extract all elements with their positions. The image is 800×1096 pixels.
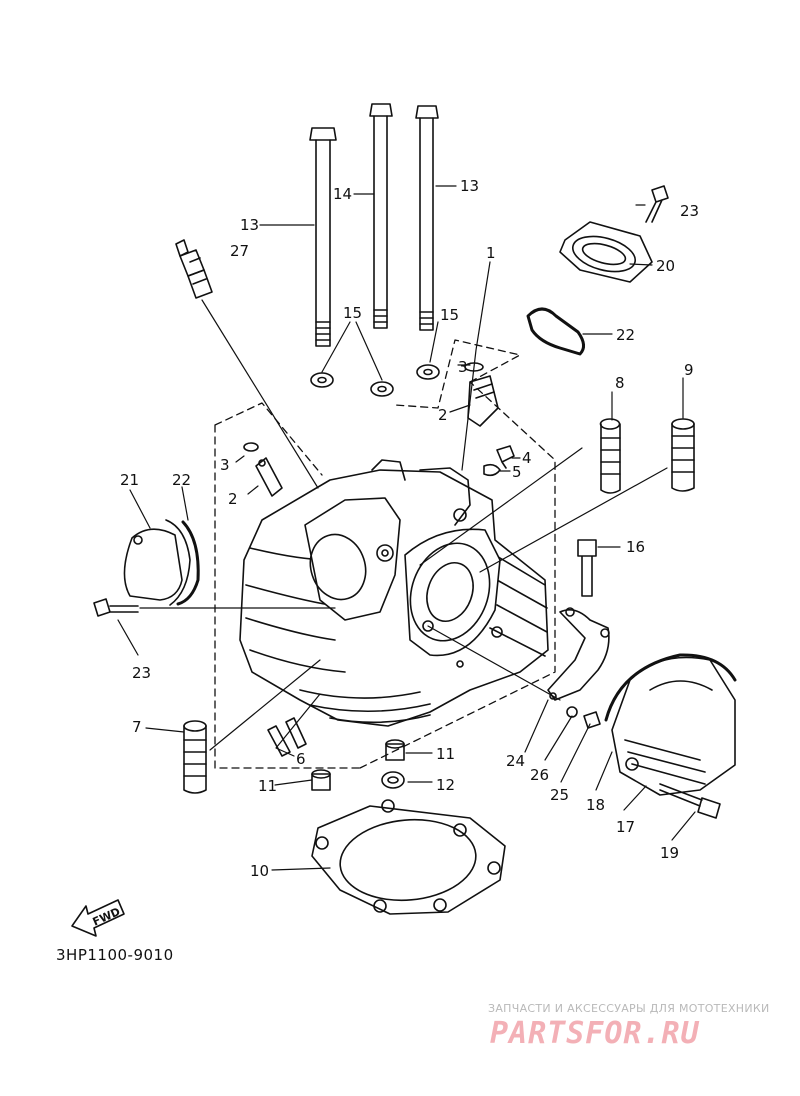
exhaust-port [409,542,491,642]
sleeve-8 [599,418,621,494]
callout-13-right: 13 [460,177,479,195]
drawing-code: 3HP1100-9010 [56,946,174,964]
callout-21: 21 [120,471,139,489]
callout-9: 9 [684,361,694,379]
callout-3-left: 3 [220,456,230,474]
washer-15-center [370,381,394,397]
fwd-arrow [71,899,125,937]
assembly-outline-dashed [214,339,556,769]
side-cover-21 [123,528,183,601]
intake-joint-20 [559,221,653,283]
callout-11-lower: 11 [258,777,277,795]
cylinder-head [239,459,549,727]
intake-port [309,533,367,601]
callout-23-left: 23 [132,664,151,682]
sleeve-7 [183,720,207,794]
callout-2-left: 2 [228,490,238,508]
callout-22-left: 22 [172,471,191,489]
callout-11-upper: 11 [436,745,455,763]
fwd-arrow-label: FWD [91,905,123,929]
bolt-23-left [93,598,139,617]
bolt-4 [496,445,515,469]
o-ring-22-upper [526,307,585,356]
callout-6: 6 [296,750,306,768]
bolt-23-upper [645,185,669,223]
callout-7: 7 [132,718,142,736]
bolt-16 [577,539,597,597]
head-bolt-13-right [415,105,439,331]
head-gasket-10 [311,799,506,915]
watermark-caption: ЗАПЧАСТИ И АКСЕССУАРЫ ДЛЯ МОТОТЕХНИКИ [488,1002,770,1015]
dowel-11-lower [311,773,331,791]
callout-24: 24 [506,752,525,770]
callout-16: 16 [626,538,645,556]
head-bolt-14-center [369,103,393,329]
washer-15-left [310,372,334,388]
washer-15-right [416,364,440,380]
callout-13-left: 13 [240,216,259,234]
bolt-19 [659,783,721,819]
dowel-11-upper [385,743,405,761]
callout-3-upper: 3 [458,358,468,376]
callout-25: 25 [550,786,569,804]
sleeve-9 [671,418,695,492]
callout-5: 5 [512,463,522,481]
gasket-24 [547,609,610,701]
head-bolt-13-left [309,127,337,347]
callout-17: 17 [616,818,635,836]
o-ring-18 [604,653,737,722]
o-ring-22-left [176,520,200,606]
clip-3-left [243,442,259,452]
callout-20: 20 [656,257,675,275]
callout-22-upper: 22 [616,326,635,344]
callout-14: 14 [333,185,352,203]
callout-26: 26 [530,766,549,784]
bolt-25 [583,711,601,729]
callout-8: 8 [615,374,625,392]
callout-19: 19 [660,844,679,862]
washer-5 [483,463,501,477]
washer-12 [381,771,405,789]
callout-18: 18 [586,796,605,814]
callout-23-upper: 23 [680,202,699,220]
watermark-brand-logo: PARTSFOR.RU [490,1016,700,1051]
callout-1: 1 [486,244,496,262]
callout-12: 12 [436,776,455,794]
spark-plug-27 [175,239,213,299]
callout-10: 10 [250,862,269,880]
callout-15-right: 15 [440,306,459,324]
callout-27: 27 [230,242,249,260]
callout-4: 4 [522,449,532,467]
stud-bolts-6 [267,717,307,757]
callout-15-left: 15 [343,304,362,322]
callout-2-upper: 2 [438,406,448,424]
